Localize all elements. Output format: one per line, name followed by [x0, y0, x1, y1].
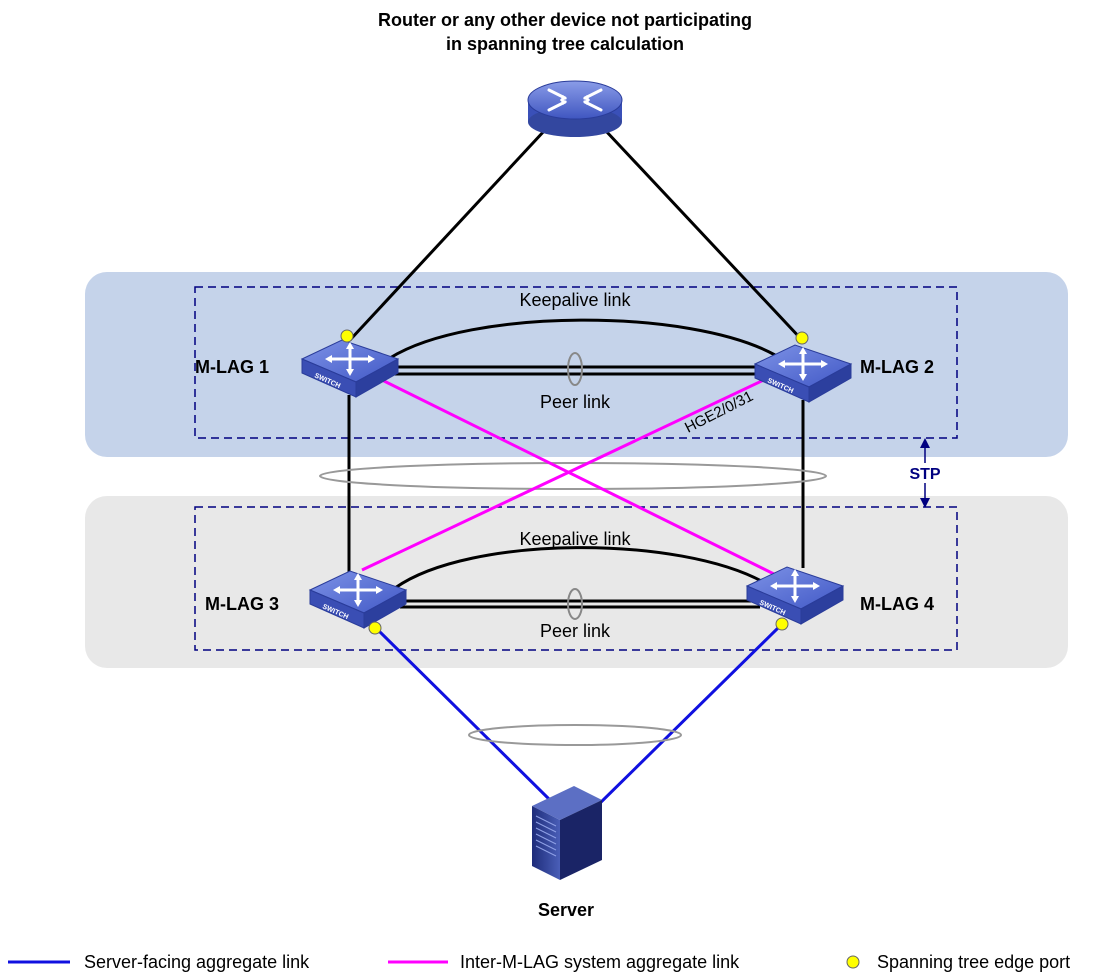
mlag2-label: M-LAG 2 [860, 357, 934, 377]
stp-label-bg [904, 463, 946, 483]
legend-server-facing-label: Server-facing aggregate link [84, 952, 310, 972]
legend-inter-mlag-label: Inter-M-LAG system aggregate link [460, 952, 740, 972]
inter-mlag-link-2-to-3 [361, 376, 769, 572]
server-facing-link-mlag4 [593, 626, 780, 810]
top-mlag-band [85, 272, 1068, 457]
legend-edge-port-swatch [846, 955, 860, 969]
server-aggregation-ring [468, 724, 682, 746]
top-peer-aggregation-ring [567, 352, 583, 386]
top-keepalive-label: Keepalive link [519, 290, 631, 310]
bottom-mlag-system-box [194, 506, 958, 651]
bottom-mlag-band [85, 496, 1068, 668]
top-mlag-system-box [194, 286, 958, 439]
bottom-peer-label: Peer link [540, 621, 611, 641]
inter-mlag-link-1-to-4 [381, 378, 783, 580]
edge-port-marker-mlag2 [795, 331, 809, 345]
edge-port-marker-mlag3 [368, 621, 382, 635]
bottom-keepalive-link [394, 546, 766, 590]
edge-port-marker-mlag4 [775, 617, 789, 631]
top-keepalive-link [389, 318, 776, 360]
mlag4-label: M-LAG 4 [860, 594, 934, 614]
legend: Server-facing aggregate link Inter-M-LAG… [8, 952, 1070, 972]
server-facing-link-mlag3 [376, 628, 554, 804]
stp-label: STP [909, 466, 940, 483]
router-to-mlag2-link [603, 128, 804, 342]
server-icon [532, 786, 602, 880]
router-icon [527, 80, 623, 137]
bottom-keepalive-label: Keepalive link [519, 529, 631, 549]
mlag1-label: M-LAG 1 [195, 357, 269, 377]
router-title: Router or any other device not participa… [377, 10, 753, 54]
bottom-peer-aggregation-ring [567, 588, 583, 620]
server-label: Server [538, 900, 594, 920]
router-to-mlag1-link [348, 128, 547, 342]
inter-mlag-aggregation-ring [319, 462, 827, 490]
legend-edge-port-label: Spanning tree edge port [877, 952, 1070, 972]
top-peer-label: Peer link [540, 392, 611, 412]
mlag3-label: M-LAG 3 [205, 594, 279, 614]
edge-port-marker-mlag1 [340, 329, 354, 343]
